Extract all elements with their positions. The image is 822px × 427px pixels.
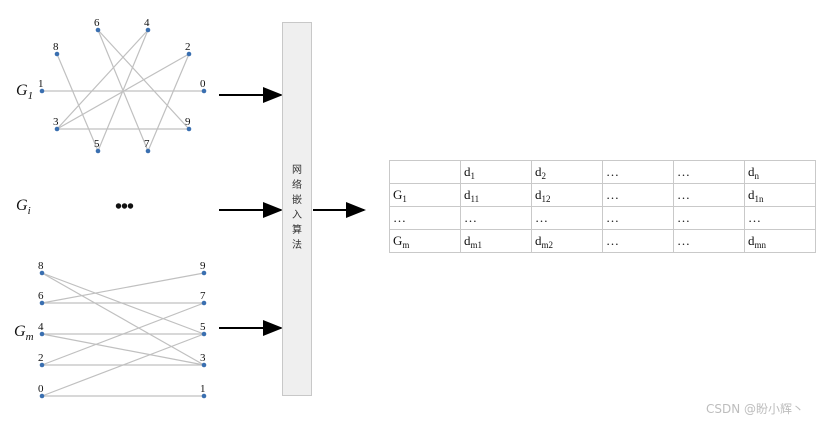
matrix-cell-0-4: … xyxy=(673,160,745,184)
graph-g1-node-label-6: 6 xyxy=(94,17,100,29)
matrix-cell-3-0: Gm xyxy=(389,229,461,253)
graph-g1-label: G1 xyxy=(16,82,34,103)
matrix-cell-1-1: d11 xyxy=(460,183,532,207)
graph-gm-node-3 xyxy=(201,362,207,368)
graph-gi-ellipsis: ••• xyxy=(115,196,134,218)
graph-gm-node-0 xyxy=(39,393,45,399)
graph-g1-node-label-8: 8 xyxy=(53,41,59,53)
graph-g1-node-label-1: 1 xyxy=(38,78,44,90)
matrix-cell-0-5: dn xyxy=(744,160,816,184)
graph-g1-node-label-7: 7 xyxy=(144,138,150,150)
graph-gm-edge-4-3 xyxy=(41,333,205,366)
graph-gm-edge-8-3 xyxy=(41,272,205,366)
matrix-cell-0-2: d2 xyxy=(531,160,603,184)
matrix-cell-2-1: … xyxy=(460,206,532,230)
graph-gm-edge-6-9 xyxy=(41,272,205,304)
graph-g1-edge-2-7 xyxy=(147,53,190,152)
matrix-cell-0-1: d1 xyxy=(460,160,532,184)
graph-gm-nodes: 8 6 4 2 0 9 7 5 3 1 xyxy=(38,260,207,399)
matrix-cell-1-2: d12 xyxy=(531,183,603,207)
graph-gm-node-label-2: 2 xyxy=(38,352,44,364)
matrix-cell-2-3: … xyxy=(602,206,674,230)
graph-g1-node-8 xyxy=(54,51,60,57)
graph-gm-node-label-4: 4 xyxy=(38,321,44,333)
graph-g1-node-2 xyxy=(186,51,192,57)
matrix-cell-1-0: G1 xyxy=(389,183,461,207)
matrix-cell-1-3: … xyxy=(602,183,674,207)
matrix-cell-0-3: … xyxy=(602,160,674,184)
graph-gm-node-label-8: 8 xyxy=(38,260,44,272)
graph-g1-node-label-3: 3 xyxy=(53,116,59,128)
graph-g1-node-1 xyxy=(39,88,45,94)
network-embedding-algorithm-box: 网络嵌入算法 xyxy=(282,22,312,396)
matrix-cell-3-5: dmn xyxy=(744,229,816,253)
graph-gm-edge-0-5 xyxy=(41,333,205,397)
matrix-row: ……………… xyxy=(389,206,816,230)
graph-g1-node-3 xyxy=(54,126,60,132)
graph-gm-node-8 xyxy=(39,270,45,276)
graph-gm-node-label-0: 0 xyxy=(38,383,44,395)
matrix-cell-2-2: … xyxy=(531,206,603,230)
graph-gm-edges xyxy=(41,272,205,397)
graph-gm-node-1 xyxy=(201,393,207,399)
matrix-cell-3-3: … xyxy=(602,229,674,253)
graph-gm-node-6 xyxy=(39,300,45,306)
graph-g1-node-9 xyxy=(186,126,192,132)
graph-g1-edges xyxy=(42,29,204,152)
graph-gm-node-label-9: 9 xyxy=(200,260,206,272)
matrix-cell-2-4: … xyxy=(673,206,745,230)
matrix-cell-3-4: … xyxy=(673,229,745,253)
graph-gm-node-label-6: 6 xyxy=(38,290,44,302)
graph-gm-node-7 xyxy=(201,300,207,306)
matrix-cell-1-4: … xyxy=(673,183,745,207)
matrix-cell-3-1: dm1 xyxy=(460,229,532,253)
graph-g1-node-7 xyxy=(145,148,151,154)
watermark: CSDN @盼小辉丶 xyxy=(705,402,804,416)
graph-g1-edge-8-5 xyxy=(56,53,99,152)
graph-gm-label: Gm xyxy=(14,323,34,344)
graph-g1-node-5 xyxy=(95,148,101,154)
graph-g1-node-label-5: 5 xyxy=(94,138,100,150)
graph-g1-node-0 xyxy=(201,88,207,94)
graph-gm-node-label-7: 7 xyxy=(200,290,206,302)
graph-gm-node-label-3: 3 xyxy=(200,352,206,364)
graph-g1-node-label-2: 2 xyxy=(185,41,191,53)
graph-gm-node-2 xyxy=(39,362,45,368)
graph-gm-node-label-1: 1 xyxy=(200,383,206,395)
graph-g1-nodes: 1 8 6 4 2 0 9 7 5 3 xyxy=(38,17,207,154)
matrix-cell-3-2: dm2 xyxy=(531,229,603,253)
graph-gi-label: Gi xyxy=(16,197,31,218)
graph-g1-node-6 xyxy=(95,27,101,33)
matrix-cell-2-0: … xyxy=(389,206,461,230)
matrix-cell-2-5: … xyxy=(744,206,816,230)
graph-gm-node-label-5: 5 xyxy=(200,321,206,333)
graph-gm-edge-2-7 xyxy=(41,302,205,366)
graph-g1-edge-4-3 xyxy=(56,29,149,130)
matrix-cell-1-5: d1n xyxy=(744,183,816,207)
graph-gm-node-4 xyxy=(39,331,45,337)
graph-g1-node-label-0: 0 xyxy=(200,78,206,90)
matrix-cell-0-0 xyxy=(389,160,461,184)
graph-g1-node-label-9: 9 xyxy=(185,116,191,128)
algorithm-box-label: 网络嵌入算法 xyxy=(292,165,302,251)
graph-g1-node-4 xyxy=(145,27,151,33)
graph-gm-node-9 xyxy=(201,270,207,276)
graph-g1-node-label-4: 4 xyxy=(144,17,150,29)
graph-gm-node-5 xyxy=(201,331,207,337)
